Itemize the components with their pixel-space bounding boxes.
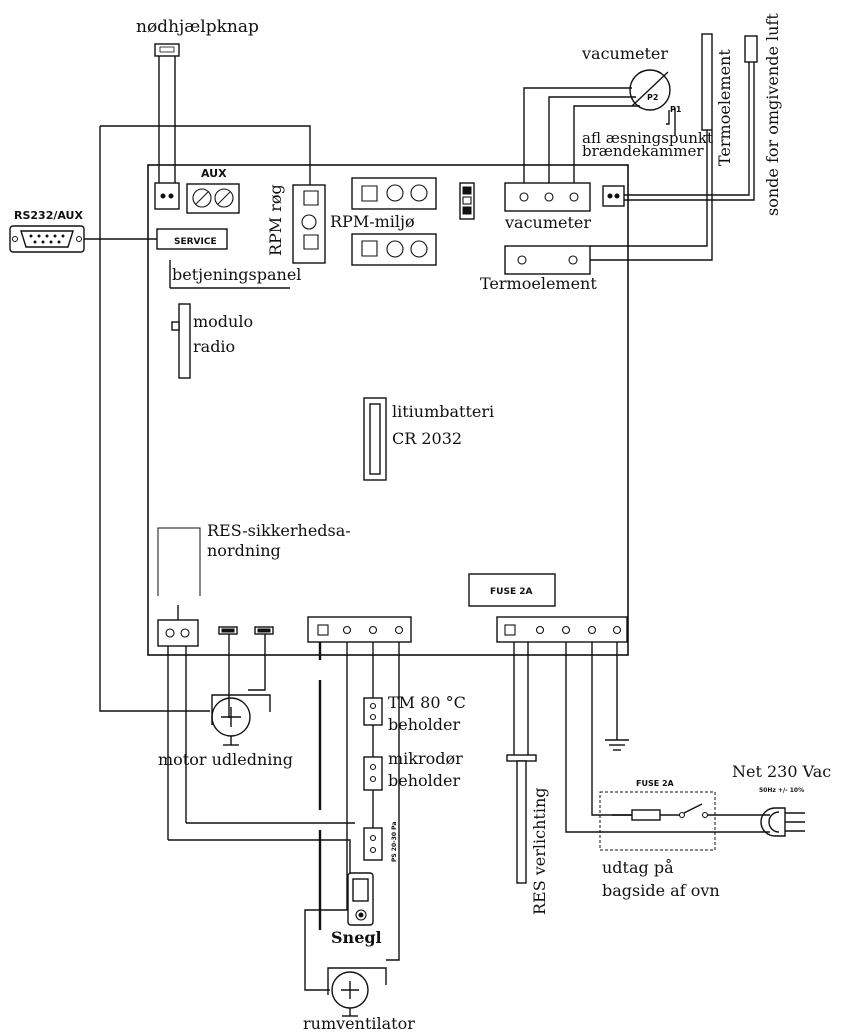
load-connector bbox=[307, 616, 412, 643]
external-fuse-box bbox=[599, 791, 770, 851]
micro-door-label-line1: mikrodør bbox=[388, 749, 463, 768]
emergency-button-label: nødhjælpknap bbox=[136, 17, 259, 37]
p1-label: P1 bbox=[670, 105, 682, 114]
rpm-smoke-connector bbox=[292, 184, 326, 264]
auger-motor bbox=[347, 872, 374, 926]
jumper-header bbox=[459, 182, 475, 220]
p2-label: P2 bbox=[647, 93, 658, 102]
lithium-battery bbox=[363, 397, 387, 481]
service-connector bbox=[156, 228, 228, 250]
tm80-thermostat bbox=[363, 697, 383, 726]
emergency-connector bbox=[154, 182, 180, 210]
thermocouple-vertical-label: Termoelement bbox=[715, 49, 734, 166]
res-safety-label-line2: nordning bbox=[207, 541, 281, 560]
ground-symbol bbox=[605, 739, 629, 751]
micro-door-switch bbox=[363, 756, 383, 791]
outlet-label-line2: bagside af ovn bbox=[602, 881, 720, 900]
vacuum-meter-connector bbox=[504, 182, 591, 212]
thermocouple-connector bbox=[504, 245, 591, 275]
outlet-label-line1: udtag på bbox=[602, 858, 674, 877]
rs232-port bbox=[9, 225, 85, 253]
vacuum-meter-label: vacumeter bbox=[581, 44, 668, 63]
mains-label: Net 230 Vac bbox=[732, 762, 831, 781]
thermocouple-conn-label: Termoelement bbox=[480, 274, 597, 293]
rpm-env-connector-top bbox=[351, 177, 437, 210]
control-panel-label: betjeningspanel bbox=[172, 265, 301, 284]
pressure-switch-label: PS 20-30 Pa bbox=[391, 822, 398, 862]
reading-point-label-line2: brændekammer bbox=[582, 142, 704, 160]
battery-label-line2: CR 2032 bbox=[392, 429, 462, 448]
vacuum-meter-gauge bbox=[629, 69, 671, 111]
board-fuse bbox=[468, 573, 556, 607]
aux-terminal bbox=[186, 183, 240, 214]
room-fan-label: rumventilator bbox=[303, 1014, 415, 1033]
rpm-smoke-label: RPM røg bbox=[266, 184, 285, 256]
control-panel-connector bbox=[169, 260, 290, 289]
ambient-probe-label: sonde for omgivende luft bbox=[763, 13, 782, 216]
radio-label-line1: modulo bbox=[193, 312, 253, 331]
external-fuse-label: FUSE 2A bbox=[636, 779, 675, 788]
res-safety-device bbox=[157, 527, 201, 620]
service-label: SERVICE bbox=[174, 237, 217, 247]
small-fuse-2 bbox=[254, 626, 274, 635]
mains-spec-label: 50Hz +/- 10% bbox=[759, 787, 804, 794]
motor-connector bbox=[157, 619, 199, 647]
ambient-probe-connector bbox=[602, 185, 625, 207]
board-fuse-label: FUSE 2A bbox=[490, 587, 532, 597]
exhaust-motor bbox=[211, 694, 271, 746]
emergency-button bbox=[154, 43, 180, 183]
reading-point-label-line1: afl æsningspunkt bbox=[582, 129, 713, 147]
tm80-label-line1: TM 80 °C bbox=[388, 693, 466, 712]
aux-label: AUX bbox=[201, 167, 227, 180]
pressure-switch bbox=[363, 827, 383, 861]
rpm-env-label: RPM-miljø bbox=[330, 212, 415, 231]
mains-plug bbox=[760, 807, 805, 837]
micro-door-label-line2: beholder bbox=[388, 771, 460, 790]
small-fuse-1 bbox=[218, 626, 238, 635]
auger-label: Snegl bbox=[331, 928, 382, 947]
tm80-label-line2: beholder bbox=[388, 715, 460, 734]
res-lighting-label: RES verlichting bbox=[530, 787, 549, 915]
rpm-env-connector-bottom bbox=[351, 233, 437, 266]
res-lighting bbox=[506, 642, 537, 884]
radio-module bbox=[171, 303, 191, 379]
radio-label-line2: radio bbox=[193, 337, 235, 356]
power-connector bbox=[496, 616, 628, 643]
battery-label-line1: litiumbatteri bbox=[392, 402, 494, 421]
res-safety-label-line1: RES-sikkerhedsa- bbox=[207, 521, 351, 540]
motor-label: motor udledning bbox=[158, 750, 293, 769]
ambient-probe bbox=[624, 35, 758, 201]
room-fan bbox=[327, 967, 387, 1017]
vacuum-meter-conn-label: vacumeter bbox=[504, 213, 591, 232]
rs232-label: RS232/AUX bbox=[14, 209, 83, 222]
thermocouple-probe bbox=[590, 33, 713, 261]
